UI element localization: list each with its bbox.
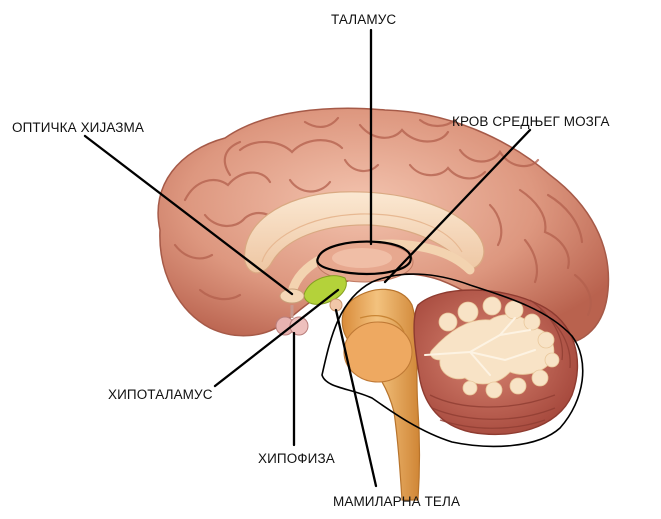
label-tectum: КРОВ СРЕДЊЕГ МОЗГА <box>452 114 610 129</box>
label-thalamus: ТАЛАМУС <box>331 12 396 27</box>
label-hypothalamus: ХИПОТАЛАМУС <box>108 387 213 402</box>
optic-chiasm <box>280 289 304 303</box>
brainstem <box>342 289 419 500</box>
label-mammillary-bodies: МАМИЛАРНА ТЕЛА <box>333 494 460 509</box>
label-hypophysis: ХИПОФИЗА <box>258 451 335 466</box>
label-optic-chiasm: ОПТИЧКА ХИЈАЗМА <box>12 120 144 135</box>
pons <box>344 322 412 382</box>
